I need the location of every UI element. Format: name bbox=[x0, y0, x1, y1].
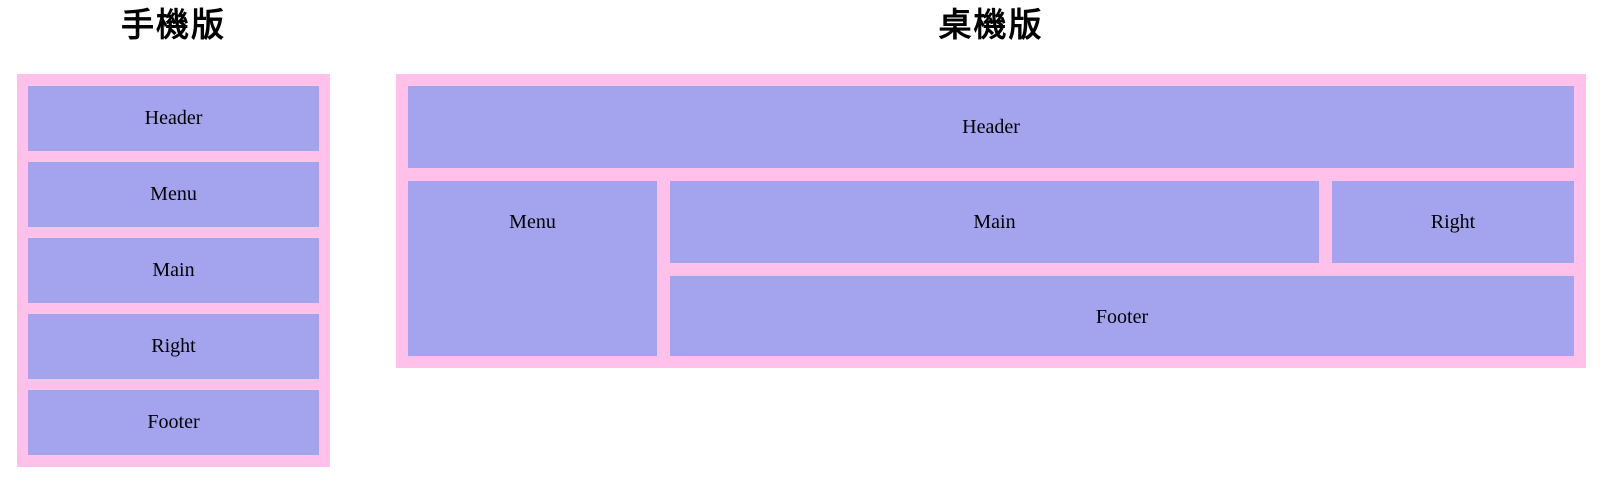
mobile-panel: 手機版 Header Menu Main Right Footer bbox=[17, 0, 330, 467]
responsive-layout-comparison: 手機版 Header Menu Main Right Footer 桌機版 He… bbox=[17, 0, 1586, 467]
mobile-footer-box: Footer bbox=[28, 390, 319, 455]
mobile-main-box: Main bbox=[28, 238, 319, 303]
desktop-menu-box: Menu bbox=[408, 181, 657, 356]
desktop-layout-container: Header Menu Main Right Footer bbox=[396, 74, 1586, 368]
desktop-right-box: Right bbox=[1332, 181, 1574, 263]
mobile-right-box: Right bbox=[28, 314, 319, 379]
desktop-panel-title: 桌機版 bbox=[938, 5, 1044, 44]
mobile-panel-title: 手機版 bbox=[121, 5, 226, 44]
desktop-footer-box: Footer bbox=[670, 276, 1574, 356]
desktop-panel: 桌機版 Header Menu Main Right Footer bbox=[396, 0, 1586, 368]
mobile-menu-box: Menu bbox=[28, 162, 319, 227]
desktop-main-box: Main bbox=[670, 181, 1319, 263]
mobile-header-box: Header bbox=[28, 86, 319, 151]
desktop-header-box: Header bbox=[408, 86, 1574, 168]
mobile-layout-container: Header Menu Main Right Footer bbox=[17, 74, 330, 467]
